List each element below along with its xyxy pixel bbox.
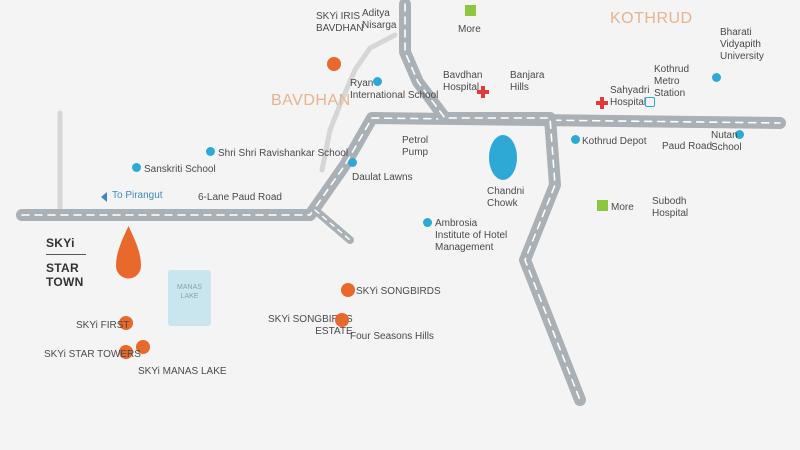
skyi-songbirds-estate-label: SKYi SONGBIRDS ESTATE: [268, 314, 353, 337]
skyi-first-marker[interactable]: [119, 316, 133, 330]
ambrosia-marker[interactable]: [423, 218, 432, 227]
more-right-label: More: [611, 202, 634, 213]
skyi-songbirds-label: SKYi SONGBIRDS: [356, 286, 441, 297]
daulat-lawns-label: Daulat Lawns: [352, 172, 413, 183]
area-bavdhan: BAVDHAN: [271, 92, 351, 109]
skyi-star-towers-label: SKYi STAR TOWERS: [44, 349, 141, 360]
manas-lake: MANAS LAKE: [168, 270, 211, 326]
skyi-manas-lake-label: SKYi MANAS LAKE: [138, 366, 227, 377]
daulat-lawns-marker[interactable]: [348, 158, 357, 167]
ryan-school-label: Ryan International School: [350, 78, 439, 101]
shri-shri-school-marker[interactable]: [206, 147, 215, 156]
chandni-chowk-marker[interactable]: [489, 135, 517, 180]
minor-roads: [57, 32, 398, 213]
area-kothrud: KOTHRUD: [610, 10, 693, 27]
hospital-cross-icon: [596, 97, 608, 109]
metro-icon: [645, 97, 655, 107]
nutan-school-label: Nutan School: [711, 130, 742, 153]
direction-arrow-icon: [101, 192, 107, 202]
banjara-hills-label: Banjara Hills: [510, 70, 545, 93]
kothrud-metro-label: Kothrud Metro Station: [654, 64, 690, 99]
shri-shri-school-label: Shri Shri Ravishankar School: [218, 148, 349, 159]
store-square-icon: [465, 5, 476, 16]
project-brand: SKYi STAR TOWN: [46, 236, 116, 289]
skyi-star-towers-marker[interactable]: [119, 345, 133, 359]
skyi-manas-lake-marker[interactable]: [136, 340, 150, 354]
highways: [16, 0, 786, 406]
skyi-first-label: SKYi FIRST: [76, 320, 130, 331]
nutan-school-marker[interactable]: [735, 130, 744, 139]
store-square-icon: [597, 200, 608, 211]
hospital-cross-icon: [477, 86, 489, 98]
more-top-label: More: [458, 24, 481, 35]
brand-line1: SKYi: [46, 236, 86, 255]
bharati-vidyapith-marker[interactable]: [712, 73, 721, 82]
ambrosia-label: Ambrosia Institute of Hotel Management: [435, 218, 508, 253]
skyi-iris-label: SKYi IRIS BAVDHAN: [316, 11, 364, 34]
manas-lake-label: MANAS LAKE: [177, 284, 202, 300]
subodh-hospital-label: Subodh Hospital: [652, 196, 689, 219]
to-pirangut-label: To Pirangut: [112, 190, 163, 201]
bavdhan-hospital-label: Bavdhan Hospital: [443, 70, 483, 93]
four-seasons-marker[interactable]: [335, 313, 349, 327]
sanskriti-school-label: Sanskriti School: [144, 164, 216, 175]
skyi-iris-marker[interactable]: [327, 57, 341, 71]
aditya-nisarga-label: Aditya Nisarga: [362, 8, 397, 31]
petrol-pump-label: Petrol Pump: [402, 135, 429, 158]
skyi-songbirds-marker[interactable]: [341, 283, 355, 297]
ryan-school-marker[interactable]: [373, 77, 382, 86]
chandni-chowk-label: Chandni Chowk: [487, 186, 525, 209]
kothrud-depot-marker[interactable]: [571, 135, 580, 144]
four-seasons-label: Four Seasons Hills: [350, 331, 434, 342]
sanskriti-school-marker[interactable]: [132, 163, 141, 172]
sahyadri-hospital-label: Sahyadri Hospital: [610, 85, 650, 108]
kothrud-depot-label: Kothrud Depot: [582, 136, 647, 147]
brand-line2: STAR TOWN: [46, 261, 84, 289]
project-pin-icon[interactable]: [116, 226, 141, 280]
paud-6lane-label: 6-Lane Paud Road: [198, 192, 282, 203]
bharati-vidyapith-label: Bharati Vidyapith University: [720, 27, 764, 62]
paud-road-label: Paud Road: [662, 141, 713, 152]
